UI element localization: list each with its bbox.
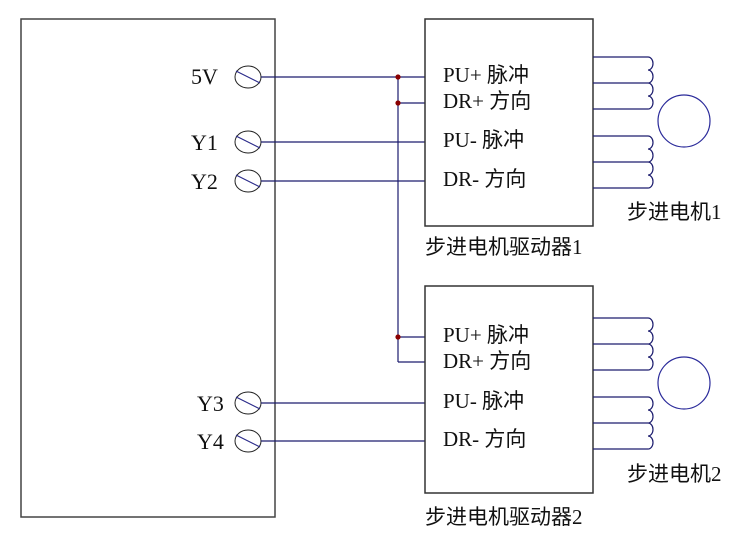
driver-1-pin-dr-plus: DR+ 方向	[443, 89, 531, 113]
motor-1-rotor-icon	[657, 94, 711, 148]
motor-2-label: 步进电机2	[627, 462, 722, 486]
driver-2-pin-dr-plus: DR+ 方向	[443, 349, 531, 373]
terminal-5v-label: 5V	[191, 64, 218, 89]
motor-1-winding-icon	[593, 56, 654, 189]
terminal-y1-label: Y1	[191, 130, 218, 155]
screw-terminal-icon	[234, 130, 262, 154]
driver-2-box	[424, 285, 594, 494]
driver-1-pin-dr-minus: DR- 方向	[443, 167, 526, 191]
screw-terminal-icon	[234, 169, 262, 193]
motor-1-label: 步进电机1	[627, 200, 722, 224]
driver-1-caption: 步进电机驱动器1	[425, 235, 583, 259]
driver-2-pin-pu-plus: PU+ 脉冲	[443, 323, 529, 347]
motor-2-winding-icon	[593, 317, 654, 450]
terminal-y2-label: Y2	[191, 169, 218, 194]
terminal-y3-label: Y3	[197, 391, 224, 416]
driver-1-pin-pu-minus: PU- 脉冲	[443, 128, 524, 152]
screw-terminal-icon	[234, 429, 262, 453]
junction-dot	[395, 74, 401, 80]
screw-terminal-icon	[234, 391, 262, 415]
terminal-y4-label: Y4	[197, 429, 224, 454]
driver-2-pin-dr-minus: DR- 方向	[443, 427, 526, 451]
driver-2-pin-pu-minus: PU- 脉冲	[443, 389, 524, 413]
motor-2-rotor-icon	[657, 356, 711, 410]
controller-box	[20, 18, 276, 518]
screw-terminal-icon	[234, 65, 262, 89]
driver-2-caption: 步进电机驱动器2	[425, 505, 583, 529]
junction-dot	[395, 100, 401, 106]
driver-1-box	[424, 18, 594, 227]
driver-1-pin-pu-plus: PU+ 脉冲	[443, 63, 529, 87]
junction-dot	[395, 334, 401, 340]
